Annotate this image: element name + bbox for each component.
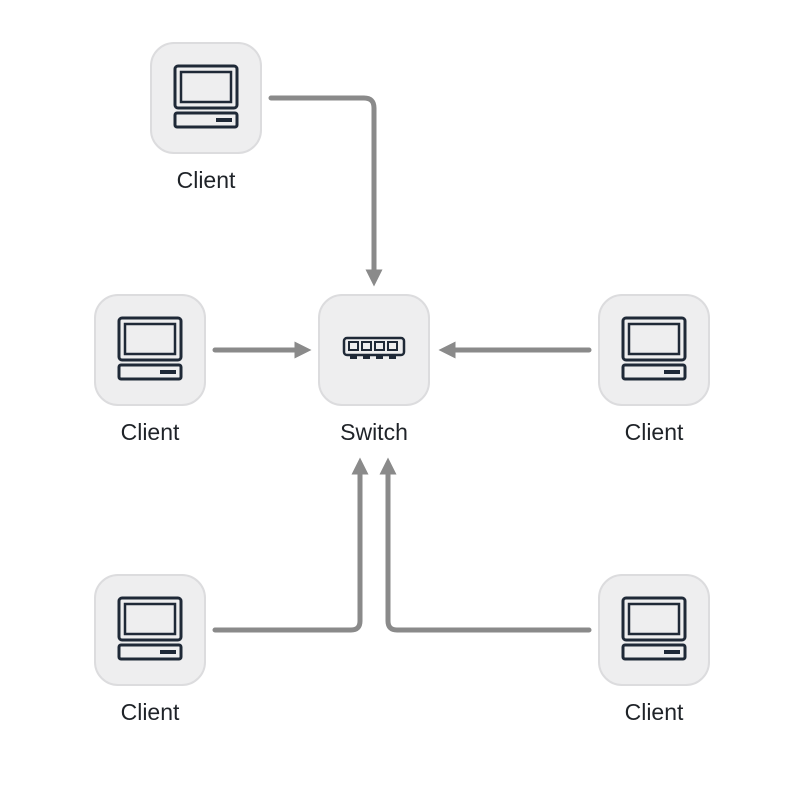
client-node-top[interactable]	[150, 42, 262, 154]
computer-icon	[117, 596, 183, 661]
edge-client-bottom-left-to-switch	[212, 457, 369, 633]
client-right-label: Client	[624, 419, 684, 445]
client-node-right[interactable]	[598, 294, 710, 406]
switch-label: Switch	[340, 419, 408, 445]
computer-icon	[621, 596, 687, 661]
client-node-bottom-right[interactable]	[598, 574, 710, 686]
computer-icon	[173, 64, 239, 129]
client-top-label: Client	[176, 167, 236, 193]
client-node-bottom-left[interactable]	[94, 574, 206, 686]
switch-node[interactable]	[318, 294, 430, 406]
switch-icon	[342, 336, 406, 359]
client-node-left[interactable]	[94, 294, 206, 406]
edge-client-bottom-right-to-switch	[379, 457, 592, 633]
edge-client-top-to-switch	[268, 95, 383, 287]
client-left-label: Client	[120, 419, 180, 445]
client-bottom-left-label: Client	[120, 699, 180, 725]
computer-icon	[621, 316, 687, 381]
client-bottom-right-label: Client	[624, 699, 684, 725]
computer-icon	[117, 316, 183, 381]
